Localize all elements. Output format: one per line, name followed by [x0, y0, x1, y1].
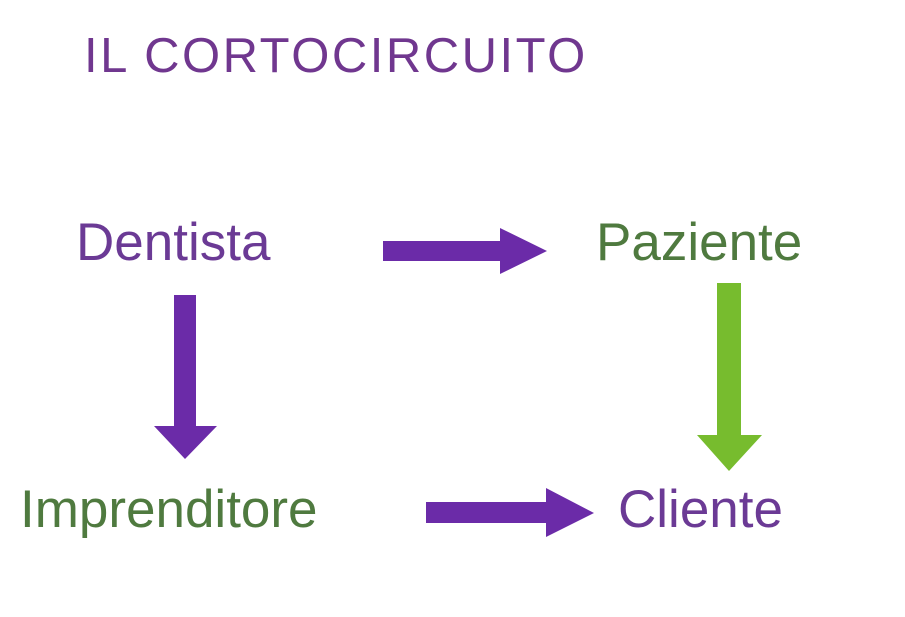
node-paziente: Paziente: [596, 213, 803, 272]
node-cliente: Cliente: [618, 480, 783, 539]
arrow-down-icon-dentista-imprenditore: [154, 295, 217, 459]
node-dentista: Dentista: [76, 213, 271, 272]
arrow-down-icon-paziente-cliente: [697, 283, 762, 471]
page-title: IL CORTOCIRCUITO: [84, 29, 588, 83]
arrow-right-icon-dentista-paziente: [383, 228, 547, 274]
node-imprenditore: Imprenditore: [20, 480, 318, 539]
arrow-right-icon-imprenditore-cliente: [426, 488, 594, 537]
